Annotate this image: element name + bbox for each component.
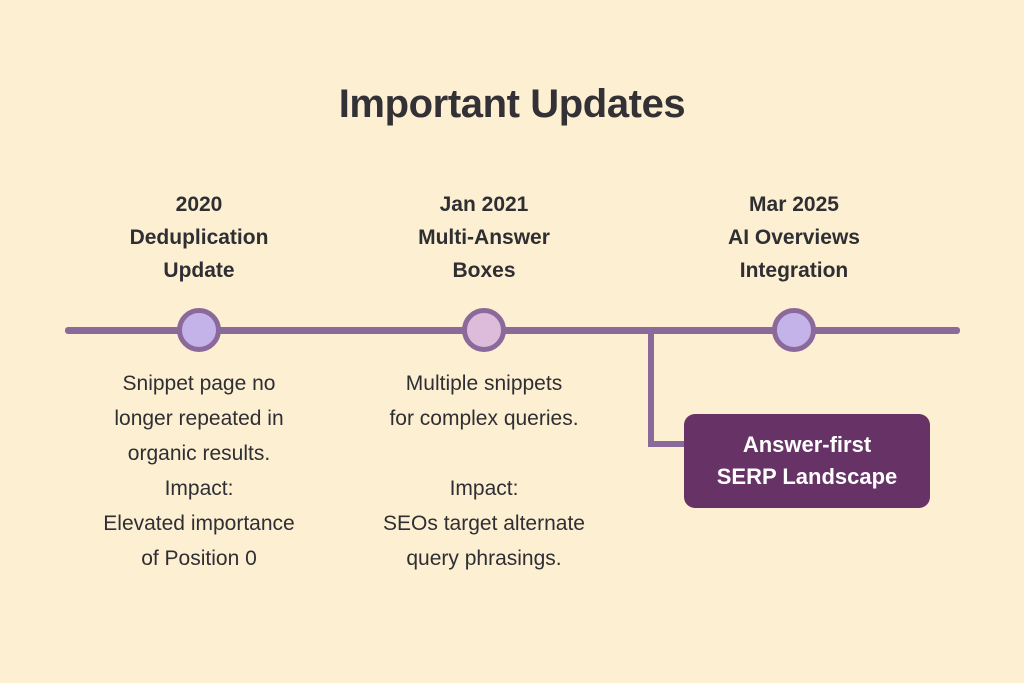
callout-connector-vertical-line <box>648 330 654 447</box>
page-title: Important Updates <box>338 82 686 126</box>
callout-box-label: Answer-first SERP Landscape <box>716 432 898 489</box>
timeline-axis <box>65 327 960 334</box>
milestone-description-2020: Snippet page no longer repeated in organ… <box>114 372 284 465</box>
milestone-impact-jan-2021: Impact: SEOs target alternate query phra… <box>383 477 585 570</box>
milestone-label-2020: 2020 Deduplication Update <box>129 193 269 282</box>
milestone-dot-2020[interactable] <box>177 308 221 352</box>
milestone-impact-2020: Impact: Elevated importance of Position … <box>103 477 295 570</box>
milestone-label-mar-2025: Mar 2025 AI Overviews Integration <box>728 193 860 282</box>
callout-box-answer-first-serp[interactable]: Answer-first SERP Landscape <box>684 414 930 508</box>
milestone-label-jan-2021: Jan 2021 Multi-Answer Boxes <box>418 193 550 282</box>
milestone-dot-jan-2021[interactable] <box>462 308 506 352</box>
milestone-description-jan-2021: Multiple snippets for complex queries. <box>389 372 579 430</box>
callout-connector-horizontal-line <box>648 441 694 447</box>
milestone-dot-mar-2025[interactable] <box>772 308 816 352</box>
